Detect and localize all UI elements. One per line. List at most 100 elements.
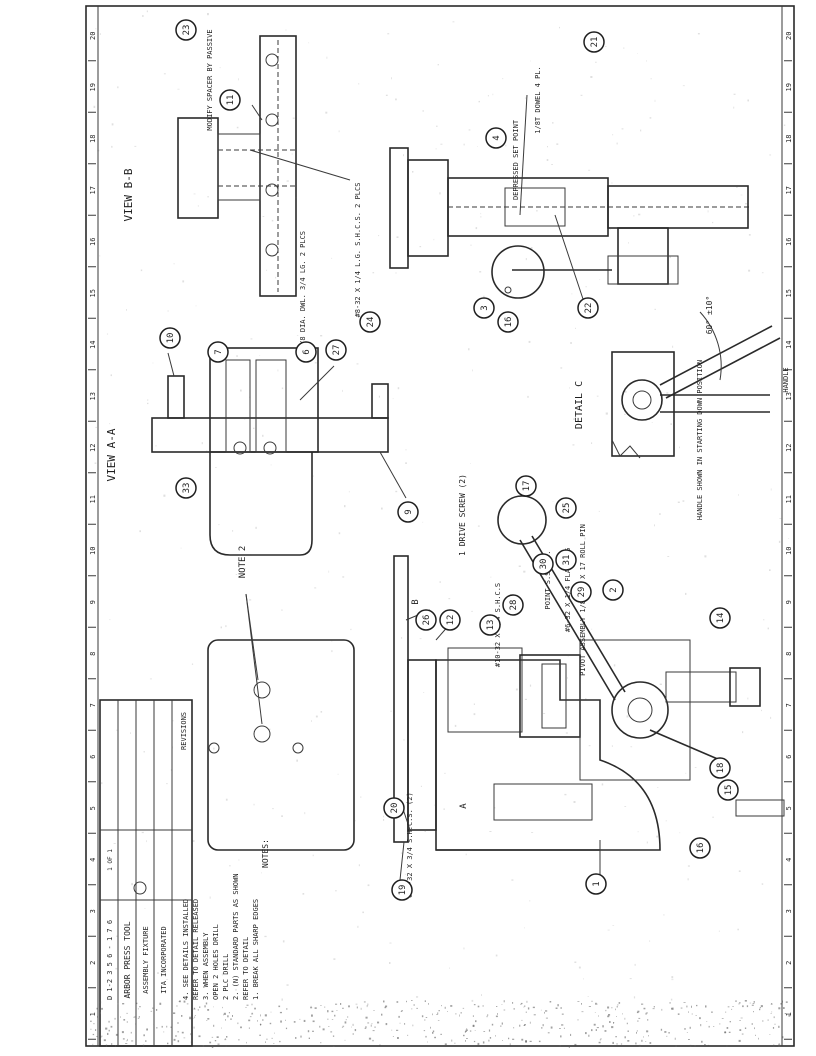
noise-speck bbox=[401, 637, 403, 639]
callout-number: 19 bbox=[398, 885, 408, 896]
noise-speck bbox=[264, 935, 267, 938]
noise-speck bbox=[609, 1021, 611, 1023]
noise-speck bbox=[106, 333, 109, 335]
noise-speck bbox=[473, 1004, 476, 1006]
noise-speck bbox=[769, 569, 771, 571]
noise-speck bbox=[424, 1019, 426, 1021]
zone-number: 4 bbox=[785, 858, 793, 862]
callout-c2: 2 bbox=[602, 579, 624, 601]
noise-speck bbox=[265, 1041, 266, 1043]
noise-speck bbox=[170, 769, 172, 771]
noise-speck bbox=[770, 488, 772, 491]
noise-speck bbox=[108, 1020, 110, 1023]
aa-leader-10 bbox=[167, 352, 175, 377]
noise-speck bbox=[519, 1024, 521, 1027]
section-a-label: A bbox=[459, 803, 469, 809]
zone-number: 18 bbox=[785, 135, 793, 143]
callout-number: 6 bbox=[302, 349, 312, 354]
noise-speck bbox=[257, 1020, 258, 1022]
callout-circle bbox=[175, 19, 197, 41]
noise-speck bbox=[367, 884, 370, 887]
noise-speck bbox=[733, 106, 735, 109]
noise-speck bbox=[462, 1007, 465, 1009]
callout-c12: 12 bbox=[439, 609, 461, 631]
noise-speck bbox=[560, 1035, 562, 1038]
noise-speck bbox=[90, 1028, 92, 1030]
noise-speck bbox=[427, 1041, 428, 1043]
noise-speck bbox=[180, 547, 182, 549]
noise-speck bbox=[527, 1007, 530, 1010]
side-assembly bbox=[393, 495, 785, 881]
callout-c15: 15 bbox=[717, 779, 739, 801]
noise-speck bbox=[542, 1024, 544, 1027]
callout-circle bbox=[219, 89, 241, 111]
noise-speck bbox=[523, 1006, 525, 1008]
callout-number: 7 bbox=[214, 349, 224, 354]
callout-c16a: 16 bbox=[497, 311, 519, 333]
noise-speck bbox=[545, 1017, 548, 1019]
noise-speck bbox=[419, 638, 422, 640]
noise-speck bbox=[475, 1020, 477, 1023]
noise-speck bbox=[763, 619, 765, 621]
noise-speck bbox=[327, 1010, 329, 1013]
noise-speck bbox=[779, 518, 782, 519]
noise-speck bbox=[599, 1039, 601, 1041]
noise-speck bbox=[649, 1042, 652, 1044]
zone-number: 8 bbox=[89, 652, 97, 656]
noise-speck bbox=[682, 500, 685, 502]
noise-speck bbox=[397, 1037, 399, 1039]
noise-speck bbox=[468, 129, 471, 131]
callout-number: 33 bbox=[182, 483, 192, 494]
noise-speck bbox=[304, 812, 306, 815]
noise-speck bbox=[604, 46, 607, 47]
noise-speck bbox=[126, 1040, 128, 1042]
callout-circle bbox=[497, 311, 519, 333]
callout-circle bbox=[397, 501, 419, 523]
noise-speck bbox=[281, 815, 283, 817]
noise-speck bbox=[674, 1037, 676, 1040]
tb-sheet: 1 OF 1 bbox=[107, 849, 114, 871]
noise-speck bbox=[404, 1023, 406, 1025]
noise-speck bbox=[221, 1027, 222, 1029]
noise-speck bbox=[738, 1002, 740, 1005]
noise-speck bbox=[177, 88, 180, 90]
noise-speck bbox=[245, 1007, 247, 1008]
noise-speck bbox=[675, 1045, 677, 1047]
callout-circle bbox=[325, 339, 347, 361]
noise-speck bbox=[580, 94, 583, 96]
noise-speck bbox=[312, 1030, 314, 1032]
noise-speck bbox=[95, 426, 97, 428]
noise-speck bbox=[235, 574, 238, 575]
noise-speck bbox=[705, 1005, 707, 1008]
noise-speck bbox=[133, 1016, 135, 1018]
noise-speck bbox=[240, 389, 242, 392]
noise-speck bbox=[342, 1007, 344, 1009]
noise-speck bbox=[529, 1040, 532, 1042]
noise-speck bbox=[740, 1017, 743, 1019]
noise-speck bbox=[96, 1036, 99, 1037]
noise-speck bbox=[383, 815, 384, 818]
noise-speck bbox=[170, 1026, 173, 1028]
noise-speck bbox=[646, 841, 648, 844]
noise-speck bbox=[163, 494, 166, 497]
zone-number: 20 bbox=[785, 32, 793, 40]
plate-hole bbox=[253, 725, 271, 743]
noise-speck bbox=[591, 442, 593, 444]
zone-number: 2 bbox=[785, 961, 793, 965]
noise-speck bbox=[738, 1039, 741, 1042]
noise-speck bbox=[685, 592, 687, 595]
noise-speck bbox=[250, 554, 252, 556]
noise-speck bbox=[637, 53, 638, 54]
callout-number: 20 bbox=[390, 803, 400, 814]
noise-speck bbox=[139, 1006, 141, 1008]
noise-speck bbox=[368, 1037, 372, 1040]
noise-speck bbox=[101, 1007, 103, 1010]
note-line: 4. SEE DETAILS INSTALLED bbox=[182, 899, 190, 1000]
noise-speck bbox=[565, 732, 568, 734]
noise-speck bbox=[110, 1025, 113, 1028]
noise-speck bbox=[694, 1045, 696, 1047]
noise-speck bbox=[332, 1045, 335, 1047]
plate-outline bbox=[207, 639, 355, 851]
noise-speck bbox=[424, 829, 426, 832]
noise-speck bbox=[550, 1026, 553, 1029]
